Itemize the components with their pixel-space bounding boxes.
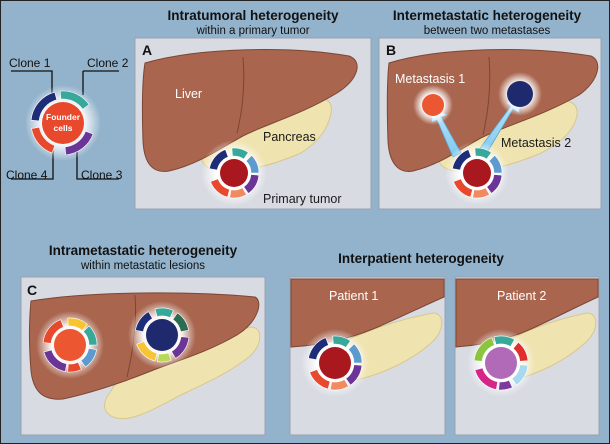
tumor-core bbox=[42, 102, 84, 144]
clone-segment bbox=[30, 91, 58, 122]
clone-segment bbox=[156, 352, 172, 363]
clone4-label: Clone 4 bbox=[6, 168, 48, 182]
clone-segment bbox=[452, 149, 472, 171]
clone-segment bbox=[488, 154, 503, 174]
panel-d: Interpatient heterogeneity D Patient 1 P… bbox=[289, 251, 600, 436]
clone-segment bbox=[493, 335, 515, 347]
clone-segment bbox=[42, 319, 64, 344]
clone-legend: Clone 1 Clone 2 Clone 3 Clone 4 Founder … bbox=[6, 56, 129, 182]
clone-segment bbox=[67, 361, 82, 373]
pancreas-label: Pancreas bbox=[263, 130, 316, 144]
clone-segment bbox=[243, 174, 260, 194]
clone-segment bbox=[136, 341, 158, 362]
b-primary-tumor bbox=[452, 147, 503, 199]
panel-b: Intermetastatic heterogeneity between tw… bbox=[378, 8, 602, 210]
panel-b-letter: B bbox=[386, 42, 396, 58]
clone2-label: Clone 2 bbox=[87, 56, 129, 70]
panel-a-letter: A bbox=[142, 42, 152, 58]
clone3-label: Clone 3 bbox=[81, 168, 123, 182]
clone-segment bbox=[83, 325, 98, 346]
clone-segment bbox=[172, 312, 189, 333]
panel-d-title: Interpatient heterogeneity bbox=[338, 251, 504, 266]
clone-segment bbox=[245, 154, 260, 174]
liver-shape bbox=[141, 49, 358, 172]
clone-segment bbox=[308, 337, 329, 361]
clone-segment bbox=[31, 126, 56, 154]
clone-segment bbox=[209, 149, 229, 171]
founder-cells-label-line2: cells bbox=[54, 123, 73, 133]
patient2-label: Patient 2 bbox=[497, 289, 546, 303]
metastasis1-label: Metastasis 1 bbox=[395, 72, 465, 86]
c-lesion1 bbox=[42, 317, 98, 373]
clone-segment bbox=[67, 317, 88, 331]
panel-c: Intrametastatic heterogeneity within met… bbox=[20, 243, 266, 436]
clone1-label: Clone 1 bbox=[9, 56, 51, 70]
tumor-core bbox=[220, 159, 248, 187]
clone-segment bbox=[80, 347, 97, 368]
legend-tumor bbox=[30, 90, 94, 156]
tumor-core bbox=[54, 329, 86, 361]
liver-label: Liver bbox=[175, 87, 202, 101]
clone-segment bbox=[511, 364, 529, 386]
clone-segment bbox=[345, 364, 363, 386]
clone-segment bbox=[309, 369, 331, 390]
clone-segment bbox=[43, 349, 68, 372]
primary-tumor bbox=[209, 147, 260, 199]
c-lesion2 bbox=[135, 307, 190, 363]
clone-segment bbox=[474, 367, 499, 390]
clone-segment bbox=[474, 147, 492, 160]
clone-segment bbox=[473, 337, 495, 362]
panel-a-subtitle: within a primary tumor bbox=[195, 25, 309, 37]
founder-cells-label-line1: Founder bbox=[46, 112, 81, 122]
panel-c-letter: C bbox=[27, 282, 37, 298]
panel-a-title: Intratumoral heterogeneity bbox=[167, 8, 339, 23]
clone-segment bbox=[329, 379, 349, 391]
clone-segment bbox=[453, 178, 473, 198]
panel-b-title: Intermetastatic heterogeneity bbox=[393, 8, 582, 23]
d-tumor1 bbox=[308, 335, 363, 391]
clone-segment bbox=[210, 178, 230, 198]
clone-segment bbox=[154, 307, 174, 319]
clone-segment bbox=[486, 174, 503, 194]
clone-segment bbox=[229, 187, 247, 199]
clone-segment bbox=[64, 130, 94, 156]
metastasis1-core bbox=[422, 94, 444, 116]
clone-segment bbox=[171, 336, 190, 359]
clone-segment bbox=[498, 379, 513, 391]
clone-segment bbox=[59, 90, 90, 110]
tumor-core bbox=[146, 319, 178, 351]
clone-segment bbox=[332, 335, 351, 348]
metastasis2-core bbox=[507, 81, 533, 107]
clone-segment bbox=[348, 343, 363, 364]
primary-tumor-label: Primary tumor bbox=[263, 192, 341, 206]
tumor-core bbox=[319, 347, 351, 379]
panel-c-title: Intrametastatic heterogeneity bbox=[49, 243, 238, 258]
clone-segment bbox=[512, 341, 529, 362]
clone-segment bbox=[231, 147, 249, 160]
clone-segment bbox=[135, 311, 153, 333]
patient1-label: Patient 1 bbox=[329, 289, 378, 303]
tumor-core bbox=[463, 159, 491, 187]
panel-b-subtitle: between two metastases bbox=[424, 25, 551, 37]
panel-c-subtitle: within metastatic lesions bbox=[80, 260, 205, 272]
metastasis2-label: Metastasis 2 bbox=[501, 136, 571, 150]
tumor-core bbox=[485, 347, 517, 379]
panel-a: Intratumoral heterogeneity within a prim… bbox=[134, 8, 372, 210]
d-tumor2 bbox=[473, 335, 529, 391]
clone-segment bbox=[472, 187, 490, 199]
